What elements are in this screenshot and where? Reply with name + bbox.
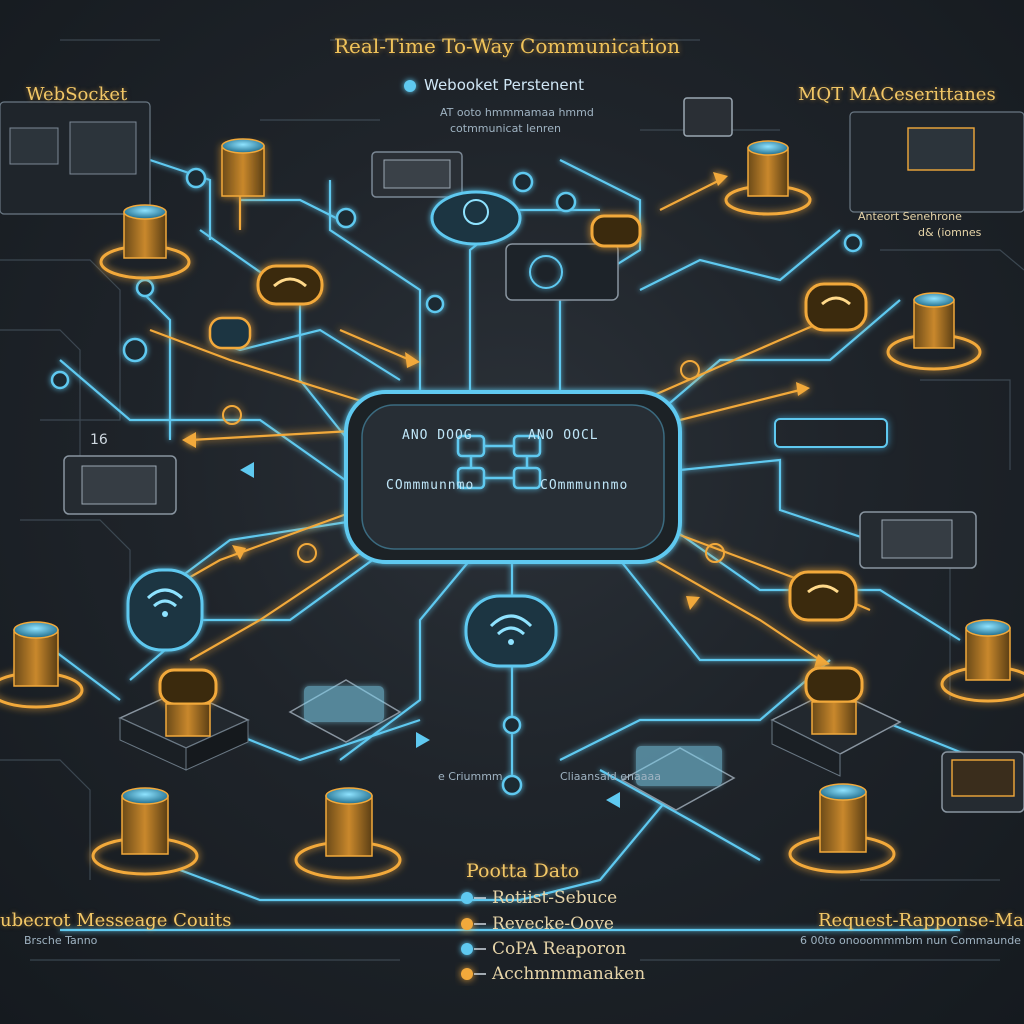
database-right-lamp xyxy=(804,666,864,735)
chip-center-right xyxy=(505,243,619,301)
orange-node-right-wifi xyxy=(804,282,868,332)
chip-top-center xyxy=(371,151,463,198)
label-websocket: WebSocket xyxy=(26,84,128,105)
chip-bottom-right xyxy=(941,751,1024,813)
database-top-center xyxy=(221,138,265,197)
database-bottom-left xyxy=(91,787,199,876)
cyan-arrowheads xyxy=(240,462,620,808)
wifi-node-top-center xyxy=(430,190,522,246)
chip-left xyxy=(63,455,177,515)
wire-markers xyxy=(222,360,725,563)
legend-item: CoPA Reaporon xyxy=(492,939,627,959)
database-bottom-right xyxy=(788,783,896,874)
hub-label-1-left: ANO DOOG xyxy=(402,428,473,443)
chip-modules xyxy=(0,97,1024,813)
left-box-number: 16 xyxy=(90,432,108,448)
orange-node-right-mid xyxy=(788,570,858,622)
database-left-mid xyxy=(0,621,84,709)
caption-line-2: cotmmunicat lenren xyxy=(450,122,561,135)
label-message-counts-sub: Brsche Tanno xyxy=(24,934,98,947)
wifi-nodes xyxy=(126,190,558,668)
header-bullet xyxy=(404,80,416,92)
caption-line-1: AT ooto hmmmamaa hmmd xyxy=(440,106,594,119)
label-mqtt: MQT MACeserittanes xyxy=(798,84,996,105)
status-badge xyxy=(774,418,888,448)
legend-item: Revecke-Oove xyxy=(492,914,614,934)
hub-label-2-left: COmmmunnmo xyxy=(386,478,475,493)
chip-right xyxy=(859,511,977,569)
database-top-left xyxy=(99,204,191,280)
board-top-right xyxy=(849,111,1024,213)
database-bottom-center xyxy=(294,787,402,880)
label-message-counts: ubecrot Messeage Couits xyxy=(0,910,232,931)
legend-markers xyxy=(461,892,486,980)
label-request-response: Request-Rapponse-Ma xyxy=(818,910,1024,931)
center-small-label: e Criummm xyxy=(438,770,503,783)
label-mqtt-sub: Anteort Senehrone xyxy=(858,210,962,223)
legend-item: Rotiist-Sebuce xyxy=(492,888,618,908)
orange-node-upper-left-small xyxy=(208,316,252,350)
legend-item: Acchmmmanaken xyxy=(492,964,646,984)
database-right-upper xyxy=(886,292,982,371)
hub-label-1-right: ANO OOCL xyxy=(528,428,599,443)
orange-rounded-nodes xyxy=(208,214,868,622)
background-traces xyxy=(0,39,1024,961)
page-subtitle: Webooket Perstenent xyxy=(424,76,585,94)
database-left-lamp xyxy=(158,668,218,737)
orange-node-upper-right xyxy=(590,214,642,248)
database-right-mid xyxy=(940,619,1024,703)
orange-node-upper-left xyxy=(256,264,324,306)
central-hub xyxy=(344,390,682,564)
database-top-right xyxy=(724,140,812,216)
orange-arrowheads xyxy=(182,172,830,668)
pedestal-center-left xyxy=(288,679,402,743)
database-nodes xyxy=(0,138,1024,880)
board-top-left xyxy=(0,101,151,215)
chip-top-right xyxy=(683,97,733,137)
center-small-label-2: Cliaansald enaaaa xyxy=(560,770,661,783)
page-title: Real-Time To-Way Communication xyxy=(334,34,680,58)
wifi-node-left xyxy=(126,568,204,652)
label-request-response-sub: 6 00to onooommmbm nun Commaunde xyxy=(800,934,1021,947)
pedestal-center-right xyxy=(620,746,736,811)
label-mqtt-sub2: d& (iomnes xyxy=(918,226,982,239)
wifi-node-bottom-center xyxy=(464,594,558,668)
legend-title: Pootta Dato xyxy=(466,860,580,882)
hub-label-2-right: COmmmunnmo xyxy=(540,478,629,493)
